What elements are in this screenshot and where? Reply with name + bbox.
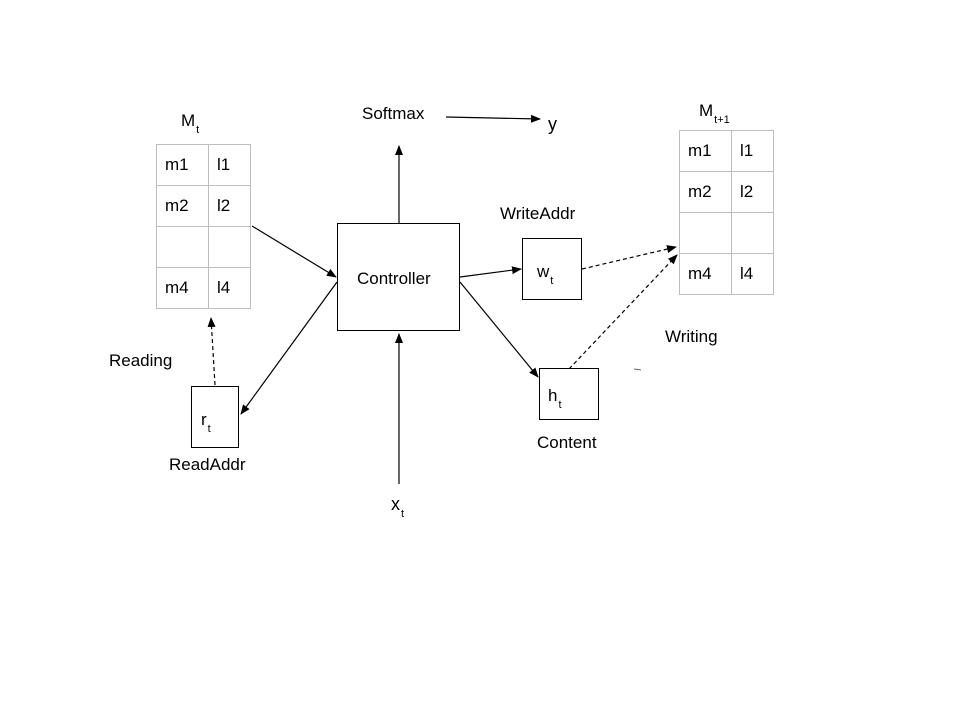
memory-t-cell (208, 226, 251, 268)
memory-t1-cell: l2 (731, 171, 774, 213)
memory-t-cell: m1 (156, 144, 209, 186)
memory-t1-cell (679, 212, 732, 254)
arrow-content-to-memory (568, 254, 678, 370)
content-symbol: ht (548, 386, 562, 415)
table-row: m1 l1 (156, 144, 251, 186)
read-address-symbol: rt (201, 410, 211, 439)
write-addr-caption: WriteAddr (500, 204, 576, 223)
memory-t-cell: m4 (156, 267, 209, 309)
memory-t1-cell: l1 (731, 130, 774, 172)
memory-t1-cell: l4 (731, 253, 774, 295)
memory-t1-title-sub: t+1 (714, 114, 730, 126)
memory-t-table: m1 l1 m2 l2 m4 l4 (156, 144, 251, 309)
arrow-controller-to-read-address (240, 281, 338, 415)
arrow-softmax-to-y (445, 114, 541, 123)
memory-t1-cell: m2 (679, 171, 732, 213)
softmax-label: Softmax (362, 104, 425, 123)
input-letter: x (391, 494, 400, 514)
memory-t-title-main: M (181, 111, 196, 130)
table-row: m4 l4 (679, 253, 774, 295)
arrow-read-address-to-memory (207, 317, 216, 386)
write-address-symbol: wt (537, 262, 553, 291)
memory-t1-table: m1 l1 m2 l2 m4 l4 (679, 130, 774, 295)
memory-t-title-sub: t (196, 124, 200, 136)
stray-dash-mark (633, 368, 642, 371)
read-address-box: rt (191, 386, 239, 448)
content-caption: Content (537, 433, 597, 452)
table-row: m1 l1 (679, 130, 774, 172)
table-row: m4 l4 (156, 267, 251, 309)
memory-t-cell (156, 226, 209, 268)
read-address-sub: t (207, 423, 211, 435)
reading-label: Reading (109, 351, 173, 370)
memory-t1-title-main: M (699, 101, 714, 120)
content-box: ht (539, 368, 599, 420)
memory-t1-cell (731, 212, 774, 254)
controller-label: Controller (357, 269, 431, 288)
write-address-letter: w (537, 262, 550, 281)
content-letter: h (548, 386, 558, 405)
arrow-memory-to-controller (251, 225, 337, 278)
arrow-write-address-to-memory (581, 245, 677, 270)
controller-box: Controller (337, 223, 460, 331)
output-label: y (548, 114, 557, 134)
input-label: xt (391, 494, 404, 524)
write-address-sub: t (550, 275, 554, 287)
arrow-controller-to-write-address (459, 266, 522, 278)
arrow-controller-to-content (459, 281, 539, 378)
memory-t-cell: l1 (208, 144, 251, 186)
memory-t-cell: l4 (208, 267, 251, 309)
content-sub: t (558, 399, 562, 411)
memory-t1-title: Mt+1 (699, 101, 730, 130)
input-sub: t (401, 508, 405, 520)
memory-t1-cell: m4 (679, 253, 732, 295)
table-row (679, 212, 774, 254)
memory-t-cell: l2 (208, 185, 251, 227)
memory-t-cell: m2 (156, 185, 209, 227)
table-row (156, 226, 251, 268)
memory-t1-cell: m1 (679, 130, 732, 172)
table-row: m2 l2 (156, 185, 251, 227)
memory-t-title: Mt (181, 111, 199, 140)
writing-label: Writing (665, 327, 718, 346)
read-address-letter: r (201, 410, 207, 429)
table-row: m2 l2 (679, 171, 774, 213)
write-address-box: wt (522, 238, 582, 300)
read-addr-caption: ReadAddr (169, 455, 246, 474)
